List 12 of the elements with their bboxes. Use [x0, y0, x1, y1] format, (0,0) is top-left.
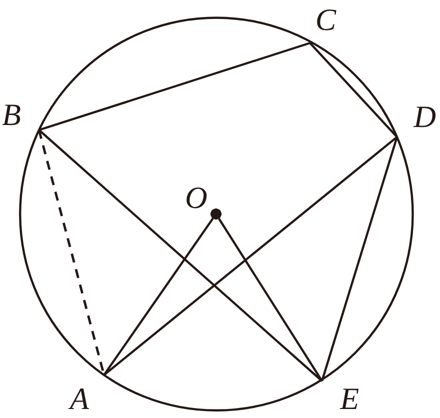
point-label: D — [397, 101, 436, 137]
point-label: E — [322, 381, 359, 415]
line-segment — [103, 218, 214, 376]
line-segment — [103, 136, 398, 376]
point-label: A — [70, 375, 104, 415]
line-segment — [38, 42, 310, 132]
line-segment — [320, 136, 398, 382]
line-segment — [38, 129, 323, 382]
point-label: B — [2, 99, 39, 132]
line-segment — [309, 42, 398, 138]
point-label: C — [308, 4, 336, 43]
line-segment — [218, 218, 323, 382]
